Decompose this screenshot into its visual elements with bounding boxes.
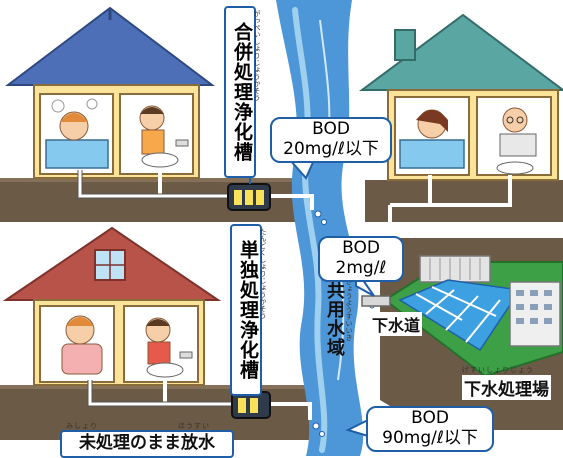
single-tank-label: 単独処理浄化槽 (230, 224, 262, 396)
bod-sewer-value: 2mg/ℓ (335, 258, 387, 278)
combined-septic-tank (227, 183, 271, 211)
pipes (78, 170, 512, 420)
untreated-ruby-1: みしょり (66, 422, 98, 430)
bod-untreated-value: 90mg/ℓ以下 (382, 428, 478, 448)
bod-combined-value: 20mg/ℓ以下 (283, 139, 379, 159)
bod-bubble-sewer: BOD 2mg/ℓ (318, 236, 404, 282)
pipes-outline (77, 170, 232, 407)
sewage-plant (361, 255, 563, 378)
untreated-label: 未処理のまま放水 (60, 430, 234, 458)
sewer-label: 下水道 (370, 312, 423, 336)
house-single (2, 226, 222, 386)
bod-sewer-title: BOD (342, 238, 380, 258)
house-combined (5, 6, 215, 179)
bod-combined-title: BOD (312, 119, 350, 139)
sewage-plant-label: 下水処理場 (462, 375, 551, 400)
public-water-label: 公共用水域 (324, 262, 345, 357)
bod-bubble-combined: BOD 20mg/ℓ以下 (270, 117, 392, 163)
river-highlight (292, 7, 328, 453)
public-water-ruby: こうきょうようすいいき (345, 264, 353, 341)
bod-untreated-title: BOD (411, 408, 449, 428)
house-sewer (358, 13, 563, 181)
combined-tank-label: 合併処理浄化槽 (224, 6, 256, 178)
sewage-plant-ruby: げすいしょりじょう (462, 366, 534, 374)
bod-bubble-untreated: BOD 90mg/ℓ以下 (366, 406, 494, 452)
untreated-ruby-2: ほうすい (178, 422, 210, 430)
combined-tank-ruby: がっぺいしょりじょうかそう (253, 10, 261, 101)
single-tank-ruby: たんどくしょりじょうかそう (259, 228, 267, 319)
